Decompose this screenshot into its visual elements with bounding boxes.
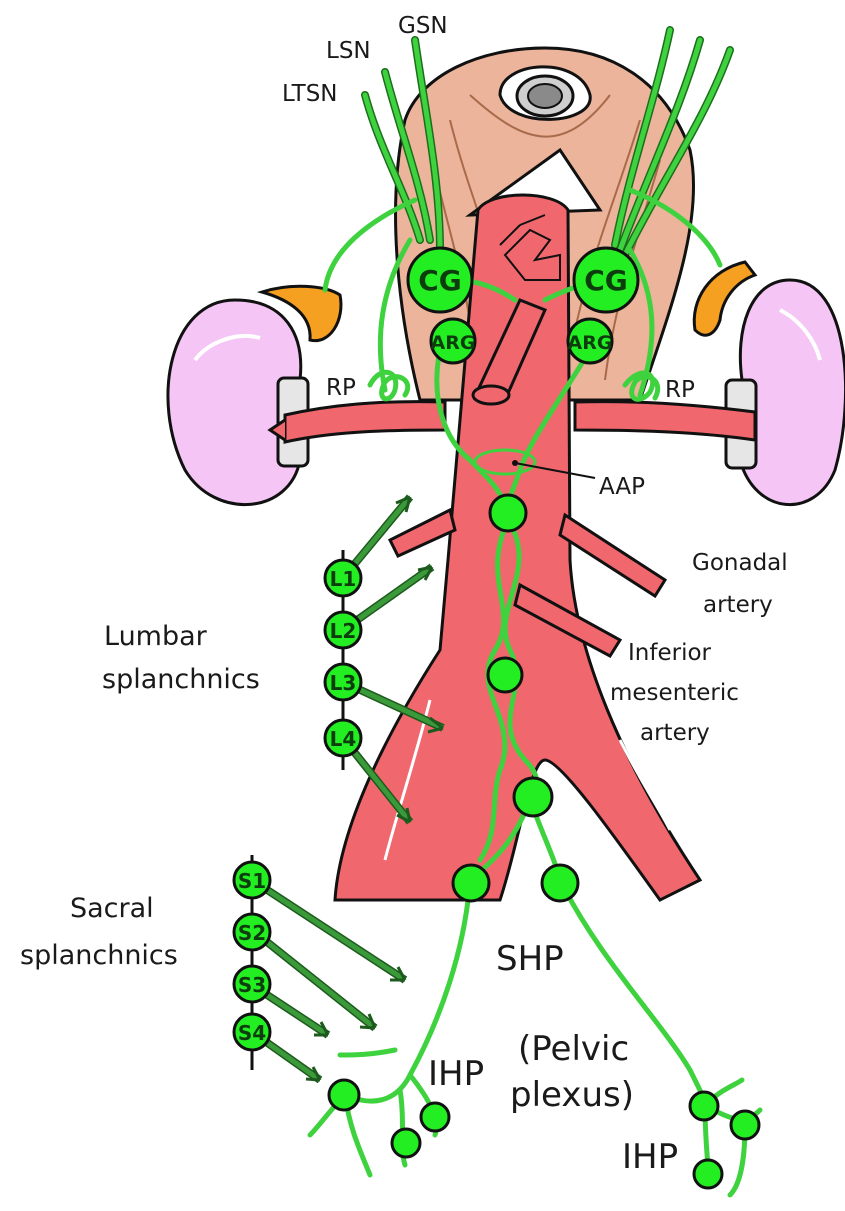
sacral-ganglion-s3: S3 [234, 966, 270, 1002]
label-sacral-splanchnics-line1: Sacral [70, 893, 154, 924]
inferior-mesenteric-ganglion [488, 658, 522, 692]
aortic-plexus-ganglion [490, 495, 526, 531]
sacral-ganglion-s2: S2 [234, 914, 270, 950]
label-pelvic-plexus-line1: (Pelvic [518, 1029, 629, 1069]
s4-label: S4 [238, 1021, 266, 1045]
label-ima-line2: mesenteric [610, 680, 739, 706]
label-aap: AAP [599, 474, 645, 500]
pelvic-ganglion [690, 1092, 718, 1120]
celiac-ganglion-left: CG [408, 248, 472, 312]
aorticorenal-ganglion-left: ARG [431, 319, 476, 363]
pelvic-ganglion [694, 1160, 722, 1188]
hypogastric-ganglion-right [542, 865, 578, 901]
label-ihp-left: IHP [428, 1054, 484, 1094]
sacral-ganglion-s4: S4 [234, 1014, 270, 1050]
s1-label: S1 [238, 869, 266, 893]
pelvic-ganglion [421, 1103, 449, 1131]
lumbar-ganglion-l2: L2 [325, 612, 361, 648]
superior-hypogastric-ganglion [514, 778, 552, 816]
label-ihp-right: IHP [622, 1137, 678, 1177]
arg-left-label: ARG [431, 332, 476, 354]
lumbar-ganglion-l4: L4 [325, 720, 361, 756]
hypogastric-ganglion-left [453, 865, 489, 901]
l3-label: L3 [330, 671, 357, 695]
left-kidney [168, 300, 308, 505]
label-lsn: LSN [326, 38, 371, 64]
lumbar-ganglion-l1: L1 [325, 560, 361, 596]
pelvic-ganglion [392, 1129, 420, 1157]
label-gonadal-artery-line2: artery [703, 592, 773, 618]
cg-right-label: CG [584, 264, 628, 297]
label-gonadal-artery-line1: Gonadal [692, 550, 788, 576]
label-lumbar-splanchnics-line1: Lumbar [104, 621, 208, 652]
l4-label: L4 [330, 727, 357, 751]
s2-label: S2 [238, 921, 266, 945]
right-kidney [726, 280, 845, 505]
l1-label: L1 [330, 567, 357, 591]
pelvic-ganglion [731, 1111, 759, 1139]
cg-left-label: CG [418, 264, 462, 297]
aorticorenal-ganglion-right: ARG [568, 319, 613, 363]
celiac-ganglion-right: CG [574, 248, 638, 312]
label-sacral-splanchnics-line2: splanchnics [20, 940, 178, 971]
label-rp-left: RP [326, 375, 356, 401]
l2-label: L2 [330, 619, 357, 643]
label-gsn: GSN [398, 13, 448, 39]
pelvic-ganglion [329, 1080, 359, 1110]
label-ltsn: LTSN [282, 81, 338, 107]
sacral-ganglion-s1: S1 [234, 862, 270, 898]
lumbar-ganglion-l3: L3 [325, 664, 361, 700]
renal-plexus-left [370, 372, 408, 399]
label-ima-line1: Inferior [628, 640, 712, 666]
label-rp-right: RP [665, 377, 695, 403]
label-ima-line3: artery [640, 720, 710, 746]
s3-label: S3 [238, 973, 266, 997]
arg-right-label: ARG [568, 332, 613, 354]
label-lumbar-splanchnics-line2: splanchnics [102, 664, 260, 695]
label-pelvic-plexus-line2: plexus) [510, 1075, 634, 1115]
label-shp: SHP [496, 939, 564, 979]
